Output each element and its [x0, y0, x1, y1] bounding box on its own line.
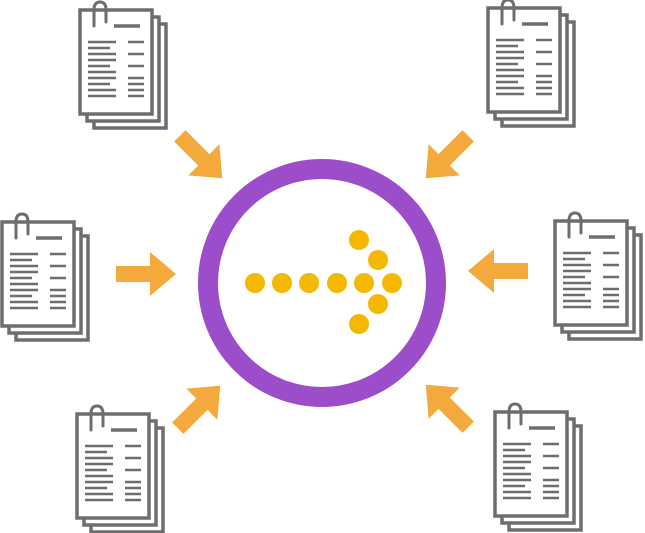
dot-icon	[272, 273, 292, 293]
arrow-icon	[468, 249, 528, 293]
document-stack-icon	[0, 212, 90, 342]
dotted-arrow-icon	[245, 230, 402, 334]
dot-icon	[349, 314, 369, 334]
arrow-icon	[174, 130, 223, 179]
dot-icon	[327, 273, 347, 293]
document-stack-icon	[75, 404, 165, 533]
dot-icon	[354, 273, 374, 293]
dot-icon	[245, 273, 265, 293]
document-stack-icon	[486, 0, 576, 128]
document-stack-icon	[553, 211, 643, 341]
dot-icon	[368, 294, 388, 314]
arrow-icon	[172, 385, 221, 434]
arrow-icon	[425, 130, 474, 179]
dot-icon	[382, 273, 402, 293]
document-stack-icon	[78, 0, 168, 130]
dot-icon	[368, 250, 388, 270]
dot-icon	[299, 273, 319, 293]
arrows-layer	[116, 130, 528, 434]
dot-icon	[349, 230, 369, 250]
arrow-icon	[425, 384, 474, 433]
document-stack-icon	[493, 402, 583, 532]
ring-icon	[198, 159, 446, 407]
arrow-icon	[116, 252, 176, 296]
center-layer	[198, 159, 446, 407]
